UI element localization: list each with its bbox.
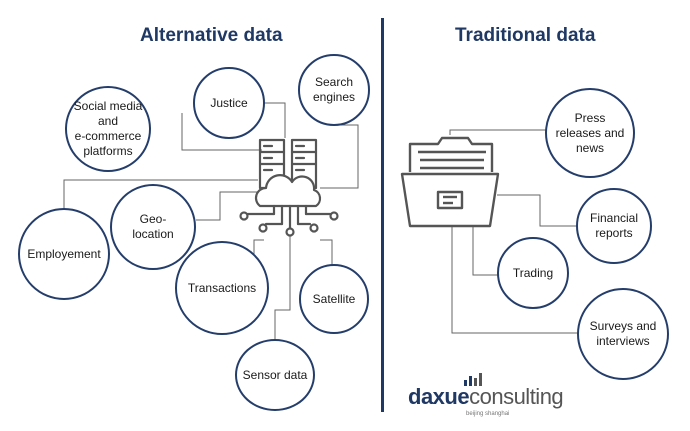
logo-wordmark: daxueconsulting — [408, 384, 564, 410]
bubble-search-engines: Search engines — [298, 54, 370, 126]
bubble-geo-location: Geo- location — [110, 184, 196, 270]
bubble-trading: Trading — [497, 237, 569, 309]
daxue-consulting-logo: daxueconsulting beijing shanghai — [408, 372, 578, 422]
logo-subtitle: beijing shanghai — [466, 411, 510, 417]
bubble-social-media: Social media and e-commerce platforms — [65, 86, 151, 172]
traditional-data-title: Traditional data — [455, 25, 596, 46]
bubble-transactions: Transactions — [175, 241, 269, 335]
bubble-financial-reports: Financial reports — [576, 188, 652, 264]
logo-daxue: daxue — [408, 384, 470, 409]
connector-financial — [497, 194, 577, 227]
bubble-press-releases: Press releases and news — [545, 88, 635, 178]
file-folder-icon — [400, 136, 500, 228]
logo-consulting: consulting — [469, 384, 564, 409]
connector-employment — [63, 179, 258, 212]
bubble-employment: Employement — [18, 208, 110, 300]
connector-press — [449, 129, 549, 135]
connector-search — [320, 124, 359, 189]
server-cloud-icon — [239, 138, 339, 237]
center-divider — [381, 18, 384, 412]
connector-satellite — [320, 239, 333, 268]
connector-social-media — [181, 113, 262, 151]
connector-trading — [472, 225, 498, 276]
bar-chart-icon — [464, 373, 482, 386]
bubble-sensor-data: Sensor data — [235, 339, 315, 411]
bubble-satellite: Satellite — [299, 264, 369, 334]
alternative-data-title: Alternative data — [140, 25, 283, 46]
bubble-surveys: Surveys and interviews — [577, 288, 669, 380]
connector-sensor — [274, 235, 291, 343]
bubble-justice: Justice — [193, 67, 265, 139]
connector-geo — [196, 191, 258, 221]
connector-surveys — [451, 225, 578, 334]
